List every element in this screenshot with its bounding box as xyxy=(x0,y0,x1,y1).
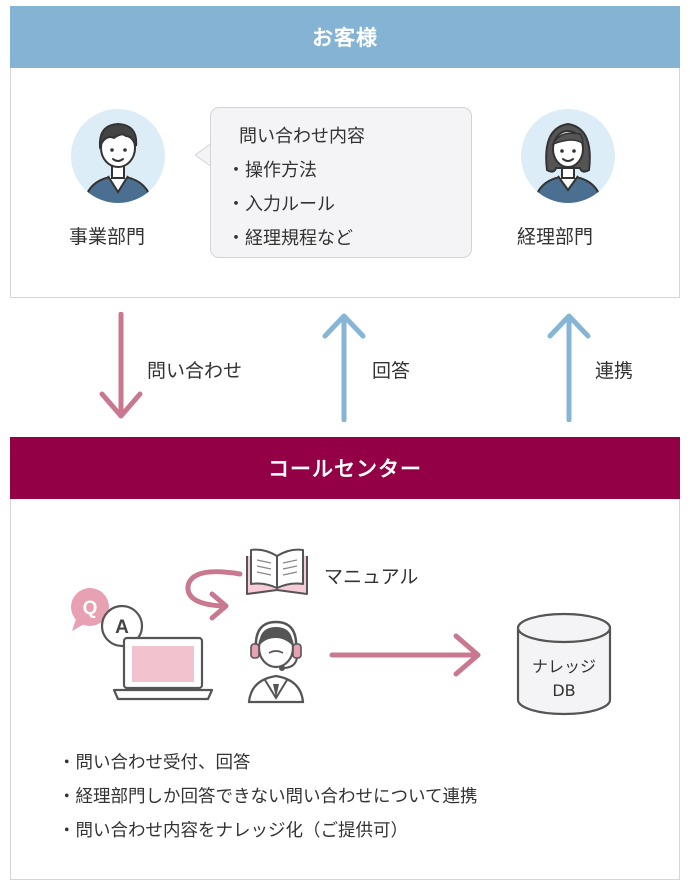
link-label: 連携 xyxy=(595,360,634,382)
qa-q-letter: Q xyxy=(83,598,98,619)
bullet-item: ・問い合わせ内容をナレッジ化（ご提供可） xyxy=(58,821,408,841)
db-label: ナレッジ DB xyxy=(514,655,614,703)
customer-title: お客様 xyxy=(312,26,378,50)
callcenter-bullets: ・問い合わせ受付、回答 ・経理部門しか回答できない問い合わせについて連携 ・問い… xyxy=(58,746,477,848)
database-icon xyxy=(514,610,614,718)
headset-operator-icon xyxy=(243,618,309,704)
inquiry-label: 問い合わせ xyxy=(147,360,243,382)
bubble-heading: 問い合わせ内容 xyxy=(239,126,365,147)
answer-up-arrow xyxy=(321,312,367,422)
link-up-arrow xyxy=(546,312,592,422)
left-person-label: 事業部門 xyxy=(69,226,146,248)
db-label-line1: ナレッジ xyxy=(531,657,596,676)
accounting-person-icon xyxy=(520,108,616,204)
qa-a-letter: A xyxy=(115,617,129,638)
business-person-icon xyxy=(70,108,166,204)
callcenter-title: コールセンター xyxy=(268,457,422,481)
operator-to-db-arrow xyxy=(328,632,484,678)
right-person-label: 経理部門 xyxy=(517,226,594,248)
bubble-item: ・操作方法 xyxy=(227,160,317,181)
manual-label: マニュアル xyxy=(324,566,419,588)
manual-to-operator-arrow xyxy=(178,564,248,624)
open-book-icon xyxy=(244,546,310,598)
bubble-item: ・経理規程など xyxy=(227,228,353,249)
bullet-item: ・経理部門しか回答できない問い合わせについて連携 xyxy=(58,787,478,807)
laptop-icon xyxy=(112,636,214,702)
inquiry-bubble: 問い合わせ内容 ・操作方法 ・入力ルール ・経理規程など xyxy=(210,107,472,258)
callcenter-header: コールセンター xyxy=(10,437,680,499)
bullet-item: ・問い合わせ受付、回答 xyxy=(58,753,251,773)
inquiry-down-arrow xyxy=(98,312,144,420)
db-label-line2: DB xyxy=(552,681,576,700)
customer-header: お客様 xyxy=(10,6,680,68)
bubble-item: ・入力ルール xyxy=(227,194,335,215)
answer-label: 回答 xyxy=(372,360,411,382)
